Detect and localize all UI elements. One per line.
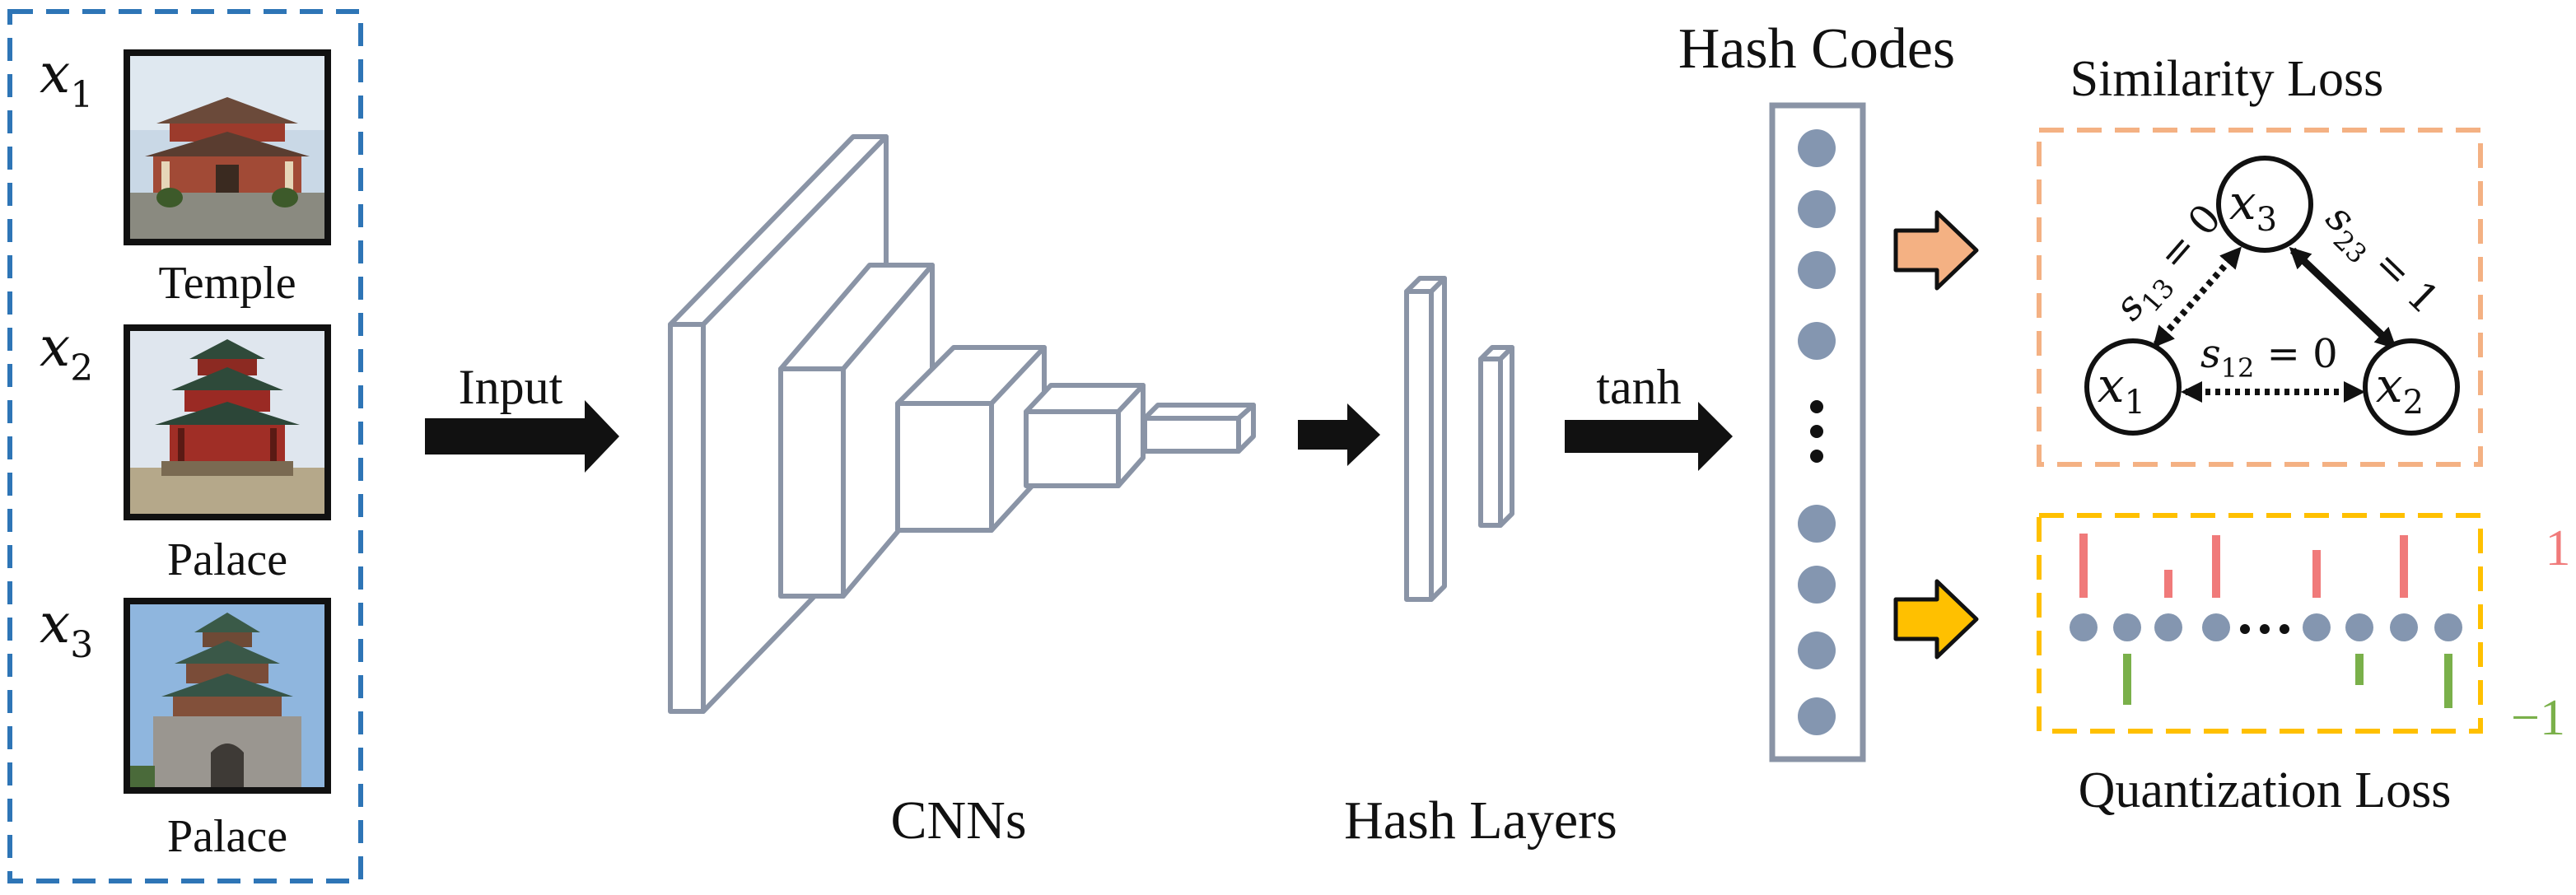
input-item-1: x1 Temple bbox=[40, 42, 331, 309]
hash-node bbox=[1798, 322, 1836, 360]
edge-label-s13: s13 = 0 bbox=[2106, 195, 2236, 333]
palace-image-2 bbox=[124, 598, 331, 794]
tanh-arrow bbox=[1565, 402, 1733, 471]
cnn-layer-4 bbox=[1024, 383, 1146, 488]
edge-label-s12: s12 = 0 bbox=[2200, 331, 2338, 384]
hash-code-nodes bbox=[1798, 129, 1836, 735]
hash-node bbox=[1798, 190, 1836, 228]
quantization-bottom-value: −1 bbox=[2511, 690, 2565, 746]
similarity-node-x3: x3 bbox=[2216, 156, 2313, 253]
svg-text:x3: x3 bbox=[2229, 175, 2277, 239]
edge-label-s23: s23 = 1 bbox=[2312, 194, 2448, 328]
input-caption-3: Palace bbox=[167, 811, 287, 862]
quantization-nodes bbox=[2070, 613, 2462, 641]
edge-x3-x2 bbox=[2289, 246, 2397, 350]
quantization-loss-box bbox=[2037, 513, 2483, 734]
temple-image bbox=[124, 49, 331, 245]
hash-node bbox=[1798, 566, 1836, 604]
input-caption-1: Temple bbox=[158, 258, 296, 309]
cnns-label: CNNs bbox=[890, 790, 1026, 851]
hash-node bbox=[1798, 632, 1836, 669]
cnn-to-hash-arrow bbox=[1298, 403, 1380, 466]
svg-text:x1: x1 bbox=[2098, 357, 2145, 422]
hash-node bbox=[1798, 251, 1836, 289]
input-var-3: x3 bbox=[40, 592, 93, 666]
input-item-3: x3 Palace bbox=[40, 592, 331, 862]
similarity-loss-box bbox=[2037, 128, 2483, 467]
hash-layer-1 bbox=[1404, 276, 1447, 602]
cnn-stack bbox=[668, 134, 1256, 714]
input-caption-2: Palace bbox=[167, 534, 287, 585]
similarity-arrow bbox=[1893, 210, 1979, 291]
hash-node bbox=[1798, 129, 1836, 167]
input-label: Input bbox=[459, 360, 563, 414]
input-panel bbox=[7, 9, 363, 883]
edge-x1-x3 bbox=[2153, 246, 2242, 348]
hash-node bbox=[1798, 697, 1836, 735]
hash-code-ellipsis bbox=[1810, 400, 1823, 463]
tanh-label: tanh bbox=[1596, 360, 1681, 414]
quantization-top-value: 1 bbox=[2546, 520, 2571, 576]
svg-text:x2: x2 bbox=[2376, 357, 2424, 422]
quantization-loss-label: Quantization Loss bbox=[2079, 762, 2452, 818]
similarity-node-x2: x2 bbox=[2363, 338, 2460, 436]
hash-layers bbox=[1404, 276, 1514, 602]
hash-layer-2 bbox=[1478, 345, 1514, 528]
input-item-2: x2 Palace bbox=[40, 315, 331, 585]
cnn-layer-5 bbox=[1142, 403, 1256, 454]
input-arrow bbox=[425, 400, 619, 473]
hash-codes-label: Hash Codes bbox=[1678, 17, 1955, 81]
input-var-1: x1 bbox=[40, 42, 93, 116]
hash-layers-label: Hash Layers bbox=[1344, 790, 1617, 851]
palace-image-1 bbox=[124, 324, 331, 520]
input-var-2: x2 bbox=[40, 315, 93, 389]
quantization-arrow bbox=[1893, 579, 1979, 660]
quantization-bars-top bbox=[2079, 534, 2408, 598]
similarity-node-x1: x1 bbox=[2084, 338, 2182, 436]
quantization-bars-bottom bbox=[2123, 654, 2452, 708]
similarity-loss-label: Similarity Loss bbox=[2070, 51, 2384, 107]
hash-node bbox=[1798, 505, 1836, 543]
quantization-ellipsis bbox=[2240, 624, 2289, 634]
